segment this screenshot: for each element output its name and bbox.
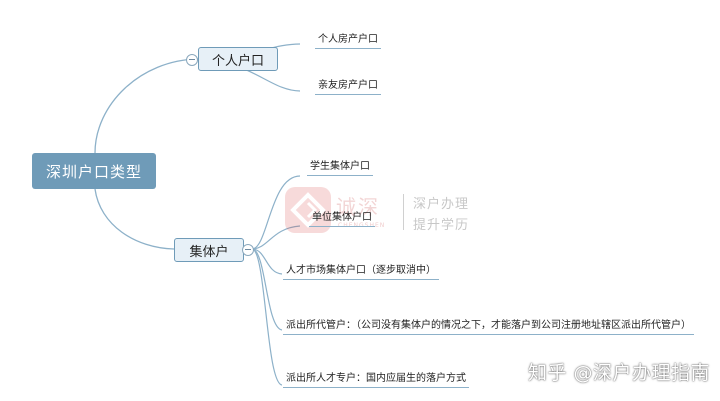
branch-node-label: 个人户口: [211, 53, 264, 69]
leaf-node[interactable]: 派出所代管户：（公司没有集体户的情况之下，才能落户到公司注册地址辖区派出所代管户…: [283, 316, 694, 335]
watermark-brand-en: CHENGSHEN: [338, 222, 386, 229]
watermark-divider: [403, 194, 404, 230]
leaf-node[interactable]: 亲友房产户口: [315, 76, 381, 95]
root-node[interactable]: 深圳户口类型: [32, 153, 156, 189]
watermark-line-2: 提升学历: [413, 218, 470, 233]
watermark-brand: 诚深: [336, 195, 380, 219]
collapse-toggle-icon[interactable]: [186, 54, 198, 66]
branch-node-collective[interactable]: 集体户: [174, 238, 244, 262]
leaf-node[interactable]: 派出所人才专户：国内应届生的落户方式: [283, 369, 469, 388]
brand-logo-icon: [285, 187, 331, 233]
watermark-line-1: 深户办理: [413, 197, 470, 212]
root-node-label: 深圳户口类型: [45, 162, 142, 181]
collapse-toggle-icon[interactable]: [242, 244, 254, 256]
leaf-node[interactable]: 个人房产户口: [315, 30, 381, 49]
leaf-node[interactable]: 学生集体户口: [307, 157, 373, 176]
source-watermark: 知乎 @深户办理指南: [527, 362, 710, 384]
branch-node-label: 集体户: [189, 244, 229, 260]
leaf-node[interactable]: 单位集体户口: [309, 208, 375, 227]
leaf-node[interactable]: 人才市场集体户口（逐步取消中）: [283, 261, 439, 280]
branch-node-personal[interactable]: 个人户口: [198, 47, 278, 71]
